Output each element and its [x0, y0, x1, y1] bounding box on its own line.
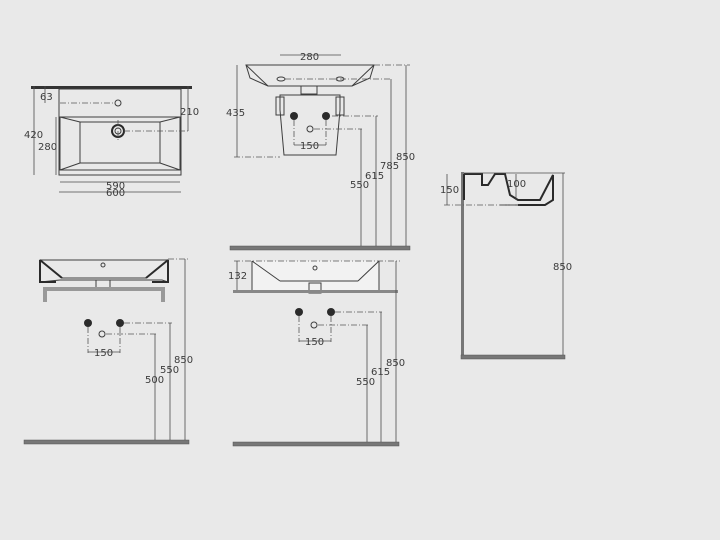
- dim-63: 63: [40, 92, 53, 103]
- tap-hole: [114, 99, 122, 107]
- countertop-view: 150 500 550 850: [23, 258, 193, 445]
- dim-210: 210: [180, 107, 199, 118]
- supply-valve-left: [290, 112, 298, 120]
- dim-550-vessel: 550: [356, 377, 375, 388]
- waste-pipe: [310, 321, 318, 329]
- dim-785: 785: [380, 161, 399, 172]
- floor-line: [460, 354, 566, 360]
- floor-line: [23, 439, 190, 445]
- dim-420: 420: [24, 130, 43, 141]
- countertop: [43, 287, 165, 291]
- dim-280-taps: 280: [300, 52, 319, 63]
- basin-section: [464, 173, 554, 206]
- dim-615-front: 615: [365, 171, 384, 182]
- dim-500: 500: [145, 375, 164, 386]
- dim-550-counter: 550: [160, 365, 179, 376]
- waste-pipe: [306, 125, 314, 133]
- countertop: [233, 290, 398, 293]
- dim-100: 100: [507, 179, 526, 190]
- dim-150-vessel: 150: [305, 337, 324, 348]
- wall: [461, 172, 464, 358]
- waste-pipe: [98, 330, 106, 338]
- dim-150-side: 150: [440, 185, 459, 196]
- side-view: 150 100 850: [440, 172, 572, 360]
- front-pedestal-view: 280 150 435 550 615 785 850: [226, 52, 415, 251]
- dim-150-front: 150: [300, 141, 319, 152]
- pedestal: [279, 94, 341, 156]
- floor-line: [229, 245, 411, 251]
- supply-valve-right: [327, 308, 335, 316]
- top-view: 63 420 280 210 590 600: [24, 86, 199, 199]
- supply-valve-right: [116, 319, 124, 327]
- dim-132: 132: [228, 271, 247, 282]
- basin-outline: [58, 88, 182, 176]
- basin-back-edge: [31, 86, 192, 89]
- supply-valve-left: [84, 319, 92, 327]
- vessel-view: 132 150 550 615 850: [228, 260, 405, 447]
- supply-valve-left: [295, 308, 303, 316]
- dim-435: 435: [226, 108, 245, 119]
- supply-valve-right: [322, 112, 330, 120]
- dim-590: 590: [106, 181, 125, 192]
- floor-line: [232, 441, 400, 447]
- dim-850-counter: 850: [174, 355, 193, 366]
- dim-850-side: 850: [553, 262, 572, 273]
- dim-550-front: 550: [350, 180, 369, 191]
- dim-150-counter: 150: [94, 348, 113, 359]
- dim-850-vessel: 850: [386, 358, 405, 369]
- dim-850-front: 850: [396, 152, 415, 163]
- dim-600: 600: [106, 188, 125, 199]
- dim-280: 280: [38, 142, 57, 153]
- dim-615-vessel: 615: [371, 367, 390, 378]
